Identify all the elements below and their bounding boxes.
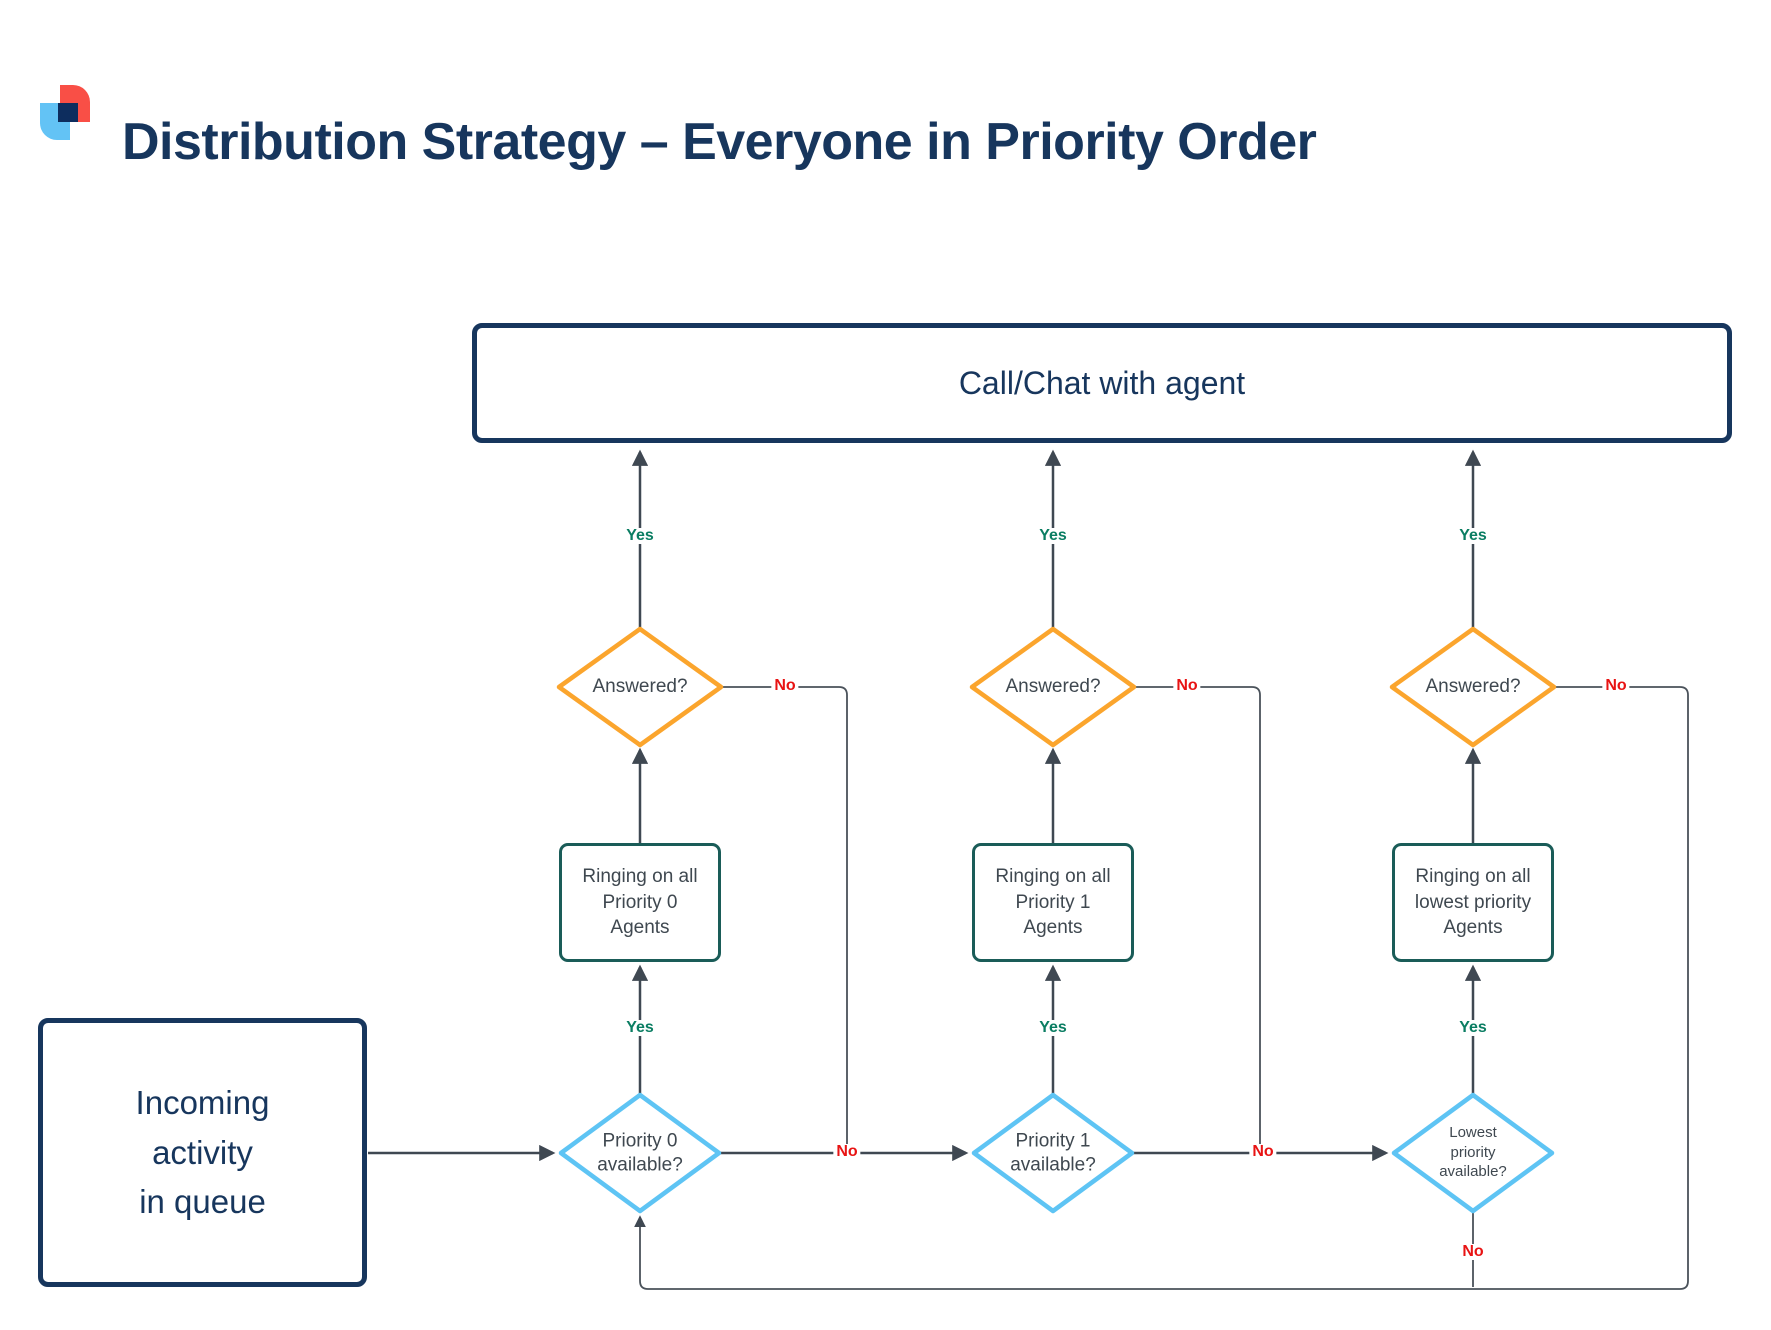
no-label-available1: No — [833, 1144, 861, 1160]
no-label-answered2: No — [1173, 678, 1201, 694]
yes-label-available1: Yes — [623, 1020, 657, 1036]
logo-navy-square — [58, 103, 78, 122]
answered-diamond-2 — [969, 626, 1137, 748]
edge-answered3-no-loop — [634, 686, 1689, 1290]
yes-label-answered3: Yes — [1456, 528, 1490, 544]
available-diamond-1 — [558, 1092, 722, 1214]
logo — [40, 85, 92, 141]
call-chat-node: Call/Chat with agent — [472, 323, 1732, 443]
no-label-available3: No — [1459, 1244, 1487, 1260]
ringing-lowest-node: Ringing on all lowest priority Agents — [1392, 843, 1554, 962]
no-label-answered1: No — [771, 678, 799, 694]
available-diamond-3 — [1391, 1092, 1555, 1214]
yes-label-available2: Yes — [1036, 1020, 1070, 1036]
yes-label-available3: Yes — [1456, 1020, 1490, 1036]
available3-label: Lowest priority available? — [1439, 1123, 1507, 1180]
no-label-answered3: No — [1602, 678, 1630, 694]
available-diamond-2 — [971, 1092, 1135, 1214]
answered-diamond-1 — [556, 626, 724, 748]
available2-label: Priority 1 available? — [1010, 1130, 1096, 1175]
ringing-priority1-node: Ringing on all Priority 1 Agents — [972, 843, 1134, 962]
answered-diamonds — [556, 626, 1557, 748]
answered3-label: Answered? — [1425, 676, 1521, 698]
ringing-priority0-node: Ringing on all Priority 0 Agents — [559, 843, 721, 962]
edge-answered1-no — [721, 686, 848, 1152]
edge-answered2-no — [1134, 686, 1261, 1152]
yes-label-answered2: Yes — [1036, 528, 1070, 544]
available-diamonds — [558, 1092, 1555, 1214]
main-edges — [368, 449, 1482, 1162]
incoming-activity-node: Incoming activity in queue — [38, 1018, 367, 1287]
answered2-label: Answered? — [1005, 676, 1101, 698]
no-edges — [634, 686, 1689, 1290]
page-title: Distribution Strategy – Everyone in Prio… — [122, 113, 1317, 171]
yes-label-answered1: Yes — [623, 528, 657, 544]
available1-label: Priority 0 available? — [597, 1130, 683, 1175]
answered1-label: Answered? — [592, 676, 688, 698]
no-label-available2: No — [1249, 1144, 1277, 1160]
answered-diamond-3 — [1389, 626, 1557, 748]
